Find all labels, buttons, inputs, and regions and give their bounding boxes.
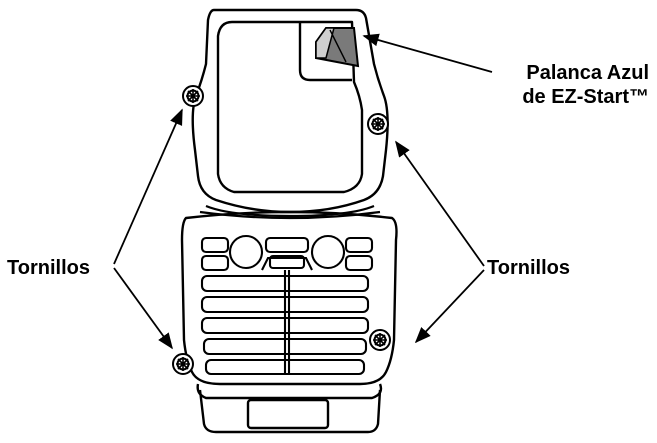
grille [200, 234, 374, 376]
screw-top-right [367, 113, 389, 135]
ez-start-lever [315, 27, 360, 68]
arrow-screw-bottom-right [414, 269, 485, 344]
arrow-screw-top-left [113, 108, 183, 265]
screw-bottom-left [172, 353, 194, 375]
lever-label-line2: de EZ-Start™ [522, 86, 649, 108]
arrow-screw-top-right [395, 140, 485, 267]
leader-arrows [113, 33, 493, 350]
bottom-foot [198, 389, 382, 434]
arrow-screw-bottom-left [113, 267, 173, 350]
screw-bottom-right [369, 329, 391, 351]
screws-label-right: Tornillos [487, 257, 570, 279]
screws [172, 85, 391, 375]
screws-label-left: Tornillos [7, 257, 90, 279]
screw-top-left [182, 85, 204, 107]
arrow-lever [362, 33, 493, 73]
lever-label-line1: Palanca Azul [526, 62, 649, 84]
upper-housing [191, 8, 389, 214]
lever-label: Palanca Azul de EZ-Start™ [522, 61, 649, 109]
lower-housing [180, 210, 398, 400]
